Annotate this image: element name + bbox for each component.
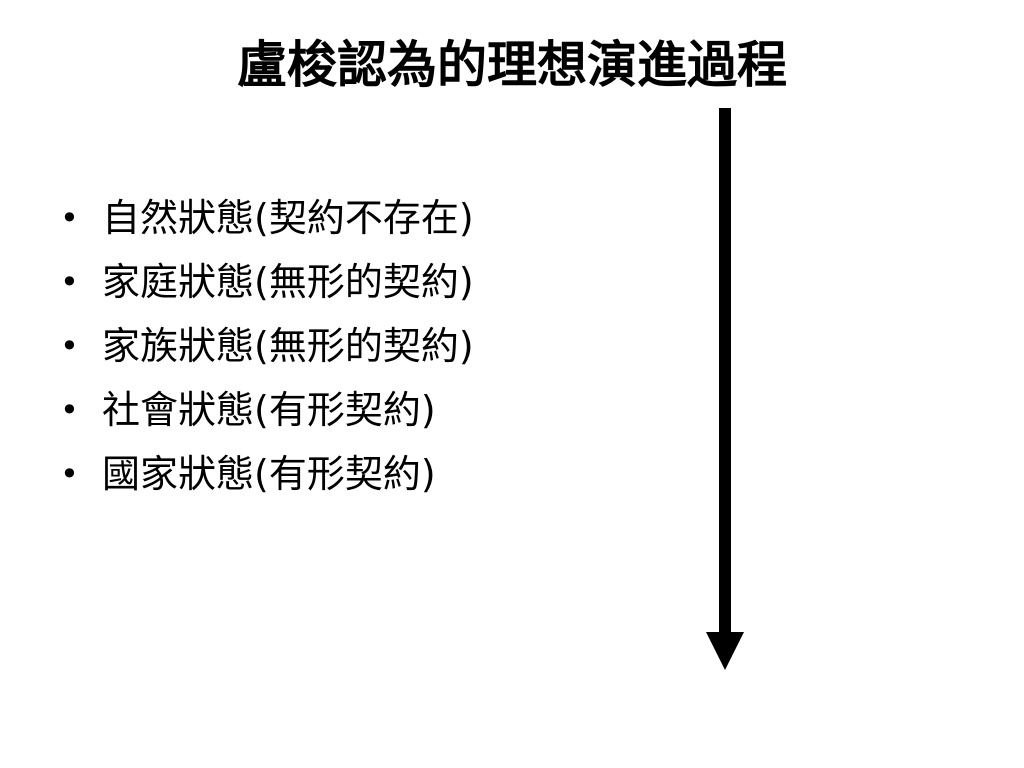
bullet-item: • 國家狀態(有形契約) [60, 442, 474, 506]
bullet-text: 自然狀態(契約不存在) [102, 196, 474, 240]
arrow-shaft [719, 108, 731, 634]
bullet-text: 家族狀態(無形的契約) [102, 324, 474, 368]
arrow-head [706, 632, 744, 670]
bullet-dot-icon: • [60, 327, 79, 365]
bullet-dot-icon: • [60, 263, 79, 301]
bullet-text: 社會狀態(有形契約) [102, 388, 436, 432]
bullet-item: • 家族狀態(無形的契約) [60, 314, 474, 378]
bullet-text: 國家狀態(有形契約) [102, 452, 436, 496]
bullet-item: • 社會狀態(有形契約) [60, 378, 474, 442]
bullet-item: • 家庭狀態(無形的契約) [60, 250, 474, 314]
bullet-item: • 自然狀態(契約不存在) [60, 186, 474, 250]
bullet-dot-icon: • [60, 455, 79, 493]
bullet-list: • 自然狀態(契約不存在) • 家庭狀態(無形的契約) • 家族狀態(無形的契約… [60, 186, 474, 506]
bullet-dot-icon: • [60, 391, 79, 429]
slide-title: 盧梭認為的理想演進過程 [237, 36, 787, 94]
bullet-dot-icon: • [60, 199, 79, 237]
down-arrow-icon [706, 108, 744, 670]
bullet-text: 家庭狀態(無形的契約) [102, 260, 474, 304]
